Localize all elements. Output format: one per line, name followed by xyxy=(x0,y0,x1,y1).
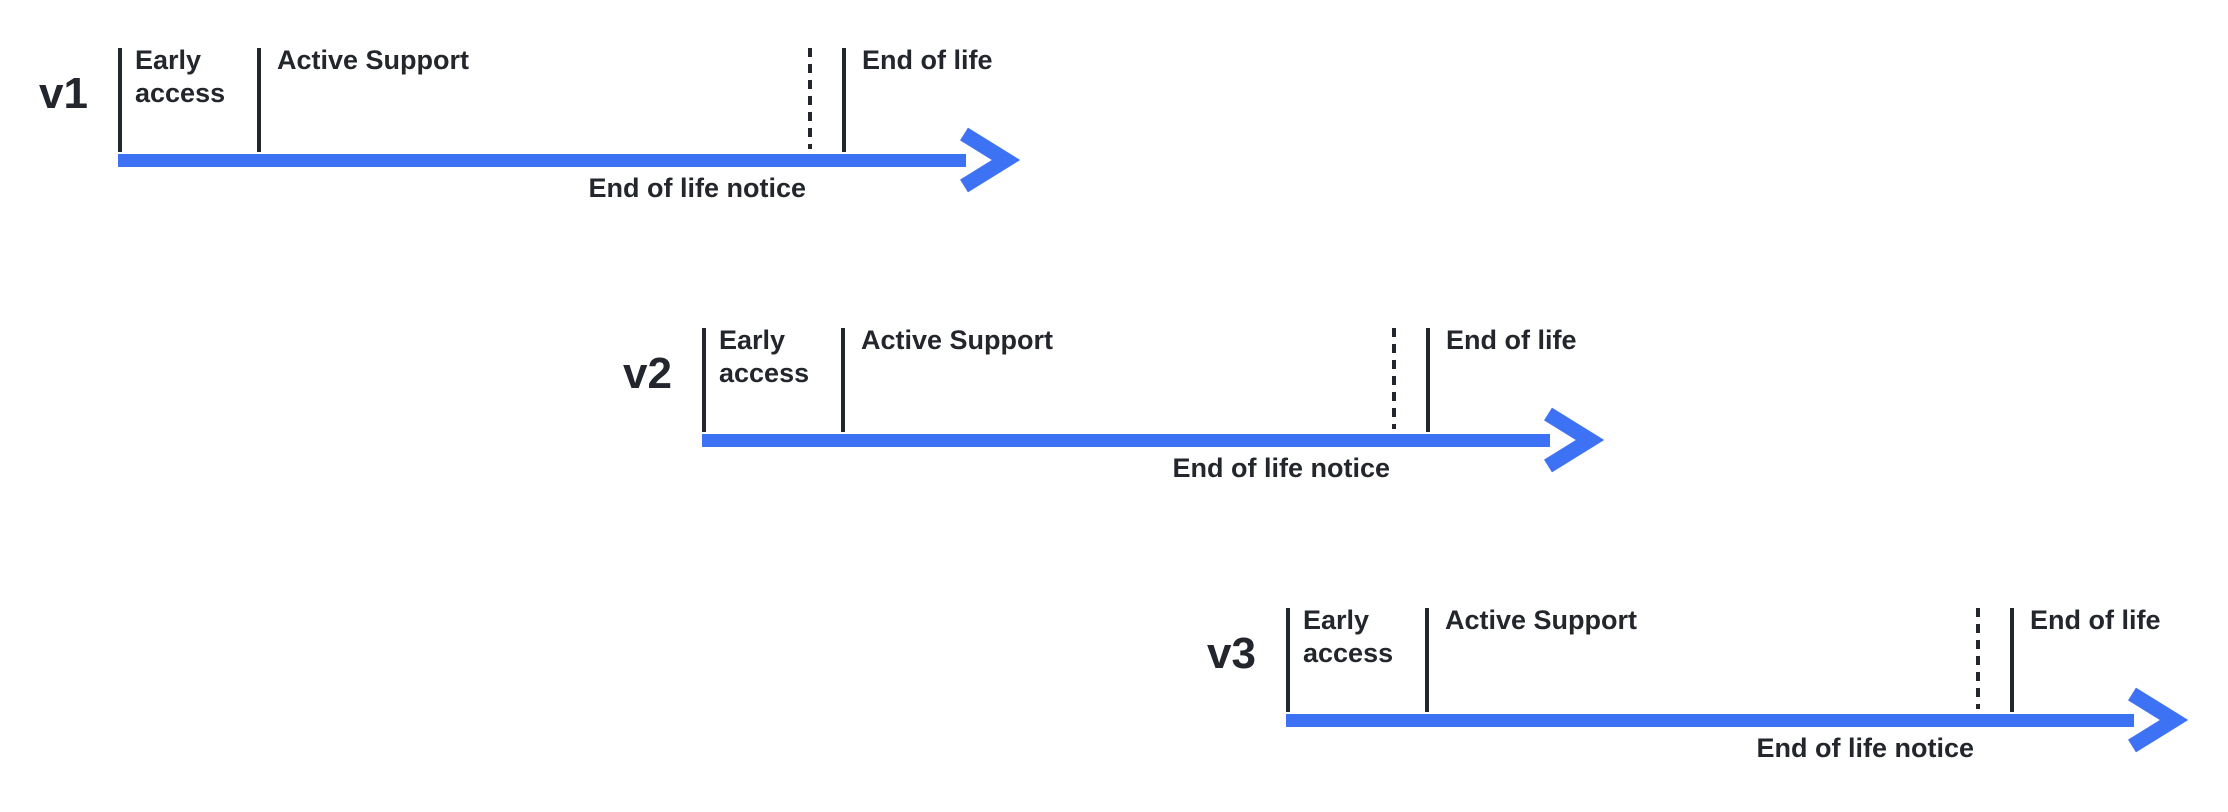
tick-early-access-start xyxy=(118,48,122,152)
eol-notice-dashed-line xyxy=(808,48,812,149)
early-access-label: Early access xyxy=(1303,605,1394,668)
end-of-life-label: End of life xyxy=(2030,605,2161,635)
tick-end-of-life xyxy=(1426,328,1430,432)
timeline-arrow-bar xyxy=(702,434,1550,447)
tick-early-access-start xyxy=(702,328,706,432)
timeline-v3: v3 Early access Active Support End of li… xyxy=(1207,605,2228,783)
tick-active-support-start xyxy=(257,48,261,152)
tick-active-support-start xyxy=(841,328,845,432)
arrow-head-icon xyxy=(2128,687,2189,753)
arrow-head-icon xyxy=(960,127,1021,193)
eol-notice-label: End of life notice xyxy=(1756,733,1974,763)
arrow-head-icon xyxy=(1544,407,1605,473)
eol-notice-label: End of life notice xyxy=(588,173,806,203)
tick-end-of-life xyxy=(842,48,846,152)
tick-early-access-start xyxy=(1286,608,1290,712)
timeline-arrow-bar xyxy=(1286,714,2134,727)
version-label: v3 xyxy=(1207,629,1256,678)
tick-active-support-start xyxy=(1425,608,1429,712)
timeline-v2: v2 Early access Active Support End of li… xyxy=(623,325,1712,503)
early-access-label: Early access xyxy=(135,45,226,108)
tick-end-of-life xyxy=(2010,608,2014,712)
eol-notice-dashed-line xyxy=(1976,608,1980,709)
active-support-label: Active Support xyxy=(1445,605,1638,635)
timeline-v1: v1 Early access Active Support End of li… xyxy=(39,45,1128,223)
version-label: v1 xyxy=(39,69,88,118)
version-label: v2 xyxy=(623,349,672,398)
eol-notice-dashed-line xyxy=(1392,328,1396,429)
active-support-label: Active Support xyxy=(861,325,1054,355)
timeline-arrow-bar xyxy=(118,154,966,167)
active-support-label: Active Support xyxy=(277,45,470,75)
eol-notice-label: End of life notice xyxy=(1172,453,1390,483)
end-of-life-label: End of life xyxy=(1446,325,1577,355)
end-of-life-label: End of life xyxy=(862,45,993,75)
early-access-label: Early access xyxy=(719,325,810,388)
